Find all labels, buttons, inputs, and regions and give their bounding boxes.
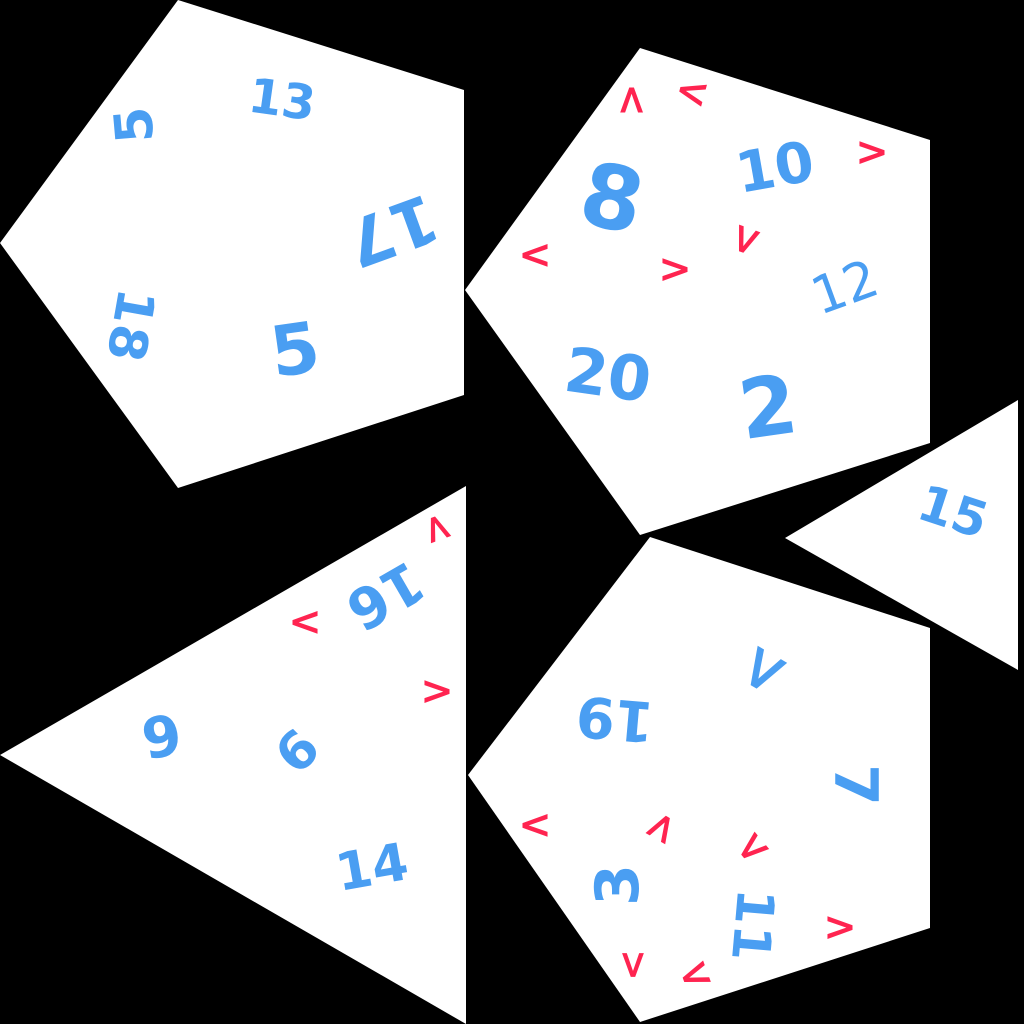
face-e: < 19 7 < < < 3 11 < < <: [468, 537, 930, 1022]
face-d-shape: [0, 486, 466, 1024]
face-e-shape: [468, 537, 930, 1022]
face-e-number-3-left: 3: [583, 864, 653, 906]
face-e-number-19: 19: [573, 682, 656, 754]
face-d-marker-3: <: [420, 669, 454, 715]
face-a-number-5-top: 5: [104, 104, 167, 145]
face-a: 13 5 17 18 5: [0, 0, 464, 488]
face-a-number-18: 18: [94, 284, 166, 366]
face-b-shape: [465, 48, 930, 535]
face-e-number-7: 7: [820, 764, 890, 806]
face-b-marker-1: <: [609, 83, 655, 117]
face-b-number-20: 20: [560, 333, 656, 417]
face-b-marker-4: <: [518, 232, 552, 278]
face-b-number-2: 2: [733, 357, 803, 459]
face-e-marker-4: <: [823, 905, 857, 951]
face-a-number-13: 13: [245, 68, 319, 133]
face-a-number-5-bottom: 5: [265, 306, 325, 394]
face-a-shape: [0, 0, 464, 488]
face-e-marker-5: <: [610, 949, 654, 981]
face-d: < < < 16 9 6 14: [0, 486, 466, 1024]
face-b-number-10: 10: [731, 129, 819, 207]
face-e-number-11: 11: [719, 886, 785, 963]
face-b: < < < < < < 8 10 12 20 2: [465, 48, 930, 535]
face-b-marker-3: <: [855, 130, 889, 176]
face-d-marker-2: <: [288, 599, 322, 645]
face-c: 15: [785, 400, 1018, 670]
face-d-number-14: 14: [331, 832, 413, 904]
face-e-marker-1: <: [518, 802, 552, 848]
face-b-marker-5: <: [658, 247, 692, 293]
face-c-shape: [785, 400, 1018, 670]
